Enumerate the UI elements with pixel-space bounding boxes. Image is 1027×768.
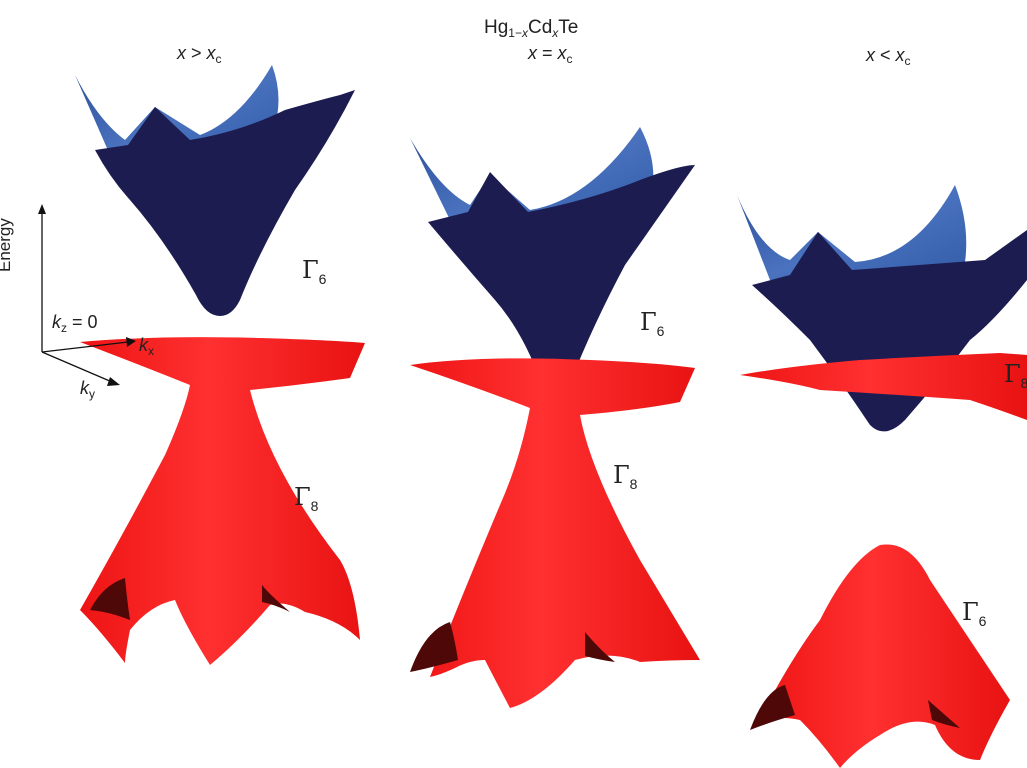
band-label-panel2-gamma8: Γ8	[613, 463, 637, 491]
panel-1-condition: x > xc	[177, 44, 222, 65]
band-label-panel1-gamma6: Γ6	[302, 258, 326, 286]
valence-band-surface	[758, 544, 1010, 768]
band-label-panel3-gamma6: Γ6	[962, 600, 986, 628]
energy-axis-arrowhead	[38, 204, 46, 214]
ky-axis-label: ky	[80, 379, 95, 400]
band-label-panel3-gamma8: Γ8	[1004, 362, 1027, 390]
axes-indicator	[38, 204, 136, 386]
figure-title: Hg1−xCdxTe	[484, 18, 578, 39]
ky-axis-line	[42, 352, 112, 382]
band-label-panel1-gamma8: Γ8	[294, 485, 318, 513]
energy-axis-label: Energy	[0, 218, 13, 272]
panel-3-surfaces	[737, 185, 1027, 768]
kz-axis-label: kz = 0	[52, 313, 98, 334]
panel-2-surfaces	[410, 127, 700, 708]
kx-axis-label: kx	[139, 336, 154, 357]
panel-2-condition: x = xc	[528, 44, 573, 65]
ky-axis-arrowhead	[107, 377, 120, 386]
panel-1-surfaces	[75, 65, 365, 665]
band-label-panel2-gamma6: Γ6	[640, 310, 664, 338]
panel-3-condition: x < xc	[866, 46, 911, 67]
